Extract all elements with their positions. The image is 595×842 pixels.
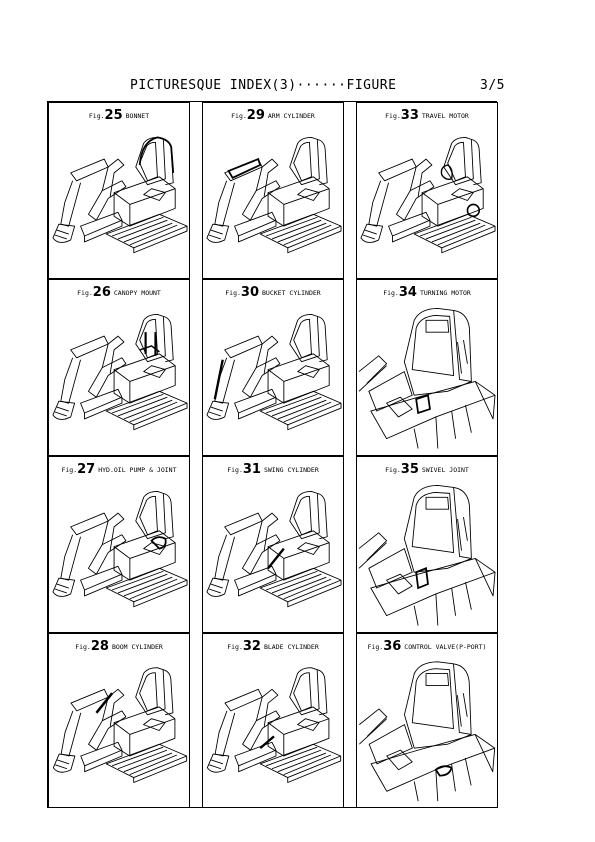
- fig-label: CANOPY MOUNT: [113, 289, 161, 297]
- fig-label: BUCKET CYLINDER: [262, 289, 321, 297]
- fig-label: BLADE CYLINDER: [263, 643, 319, 651]
- fig-number: 26: [92, 285, 111, 300]
- fig-number: 28: [90, 639, 109, 654]
- fig-label: SWING CYLINDER: [263, 466, 319, 474]
- fig-prefix: Fig.: [75, 643, 91, 651]
- fig-label: HYD.OIL PUMP & JOINT: [98, 466, 177, 474]
- fig-prefix: Fig.: [383, 289, 399, 297]
- fig-prefix: Fig.: [77, 289, 93, 297]
- excavator-illustration: [358, 308, 496, 449]
- fig-number: 34: [398, 285, 417, 300]
- fig-number: 30: [240, 285, 260, 300]
- fig-number: 27: [77, 462, 96, 477]
- fig-prefix: Fig.: [227, 643, 243, 651]
- excavator-illustration: [52, 667, 188, 783]
- fig-label: BONNET: [125, 112, 150, 120]
- page-number: 3/5: [480, 78, 505, 93]
- excavator-illustration: [52, 313, 188, 431]
- fig-label: SWIVEL JOINT: [421, 466, 469, 474]
- fig-prefix: Fig.: [227, 466, 243, 474]
- fig-number: 25: [104, 108, 123, 123]
- fig-number: 33: [400, 108, 419, 123]
- fig-prefix: Fig.: [385, 112, 401, 120]
- fig-label: CONTROL VALVE(P-PORT): [404, 643, 487, 651]
- fig-prefix: Fig.: [385, 466, 401, 474]
- excavator-illustration: [360, 136, 496, 254]
- fig-number: 36: [383, 639, 402, 654]
- index-title: PICTURESQUE INDEX(3)······FIGURE: [130, 78, 397, 93]
- excavator-illustration: [52, 136, 188, 254]
- fig-number: 29: [246, 108, 265, 123]
- excavator-illustration: [206, 313, 342, 431]
- excavator-illustration: [358, 485, 496, 626]
- fig-label: ARM CYLINDER: [267, 112, 315, 120]
- fig-number: 35: [400, 462, 419, 477]
- excavator-illustration: [52, 490, 188, 608]
- excavator-illustration: [206, 490, 342, 608]
- fig-label: BOOM CYLINDER: [111, 643, 163, 651]
- excavator-illustration: [206, 667, 342, 783]
- fig-number: 32: [242, 639, 261, 654]
- page-header: PICTURESQUE INDEX(3)······FIGURE 3/5: [130, 78, 505, 96]
- fig-prefix: Fig.: [61, 466, 78, 474]
- fig-prefix: Fig.: [231, 112, 247, 120]
- fig-prefix: Fig.: [88, 112, 105, 120]
- excavator-illustration: [206, 136, 342, 254]
- fig-label: TRAVEL MOTOR: [421, 112, 469, 120]
- fig-prefix: Fig.: [225, 289, 241, 297]
- fig-label: TURNING MOTOR: [419, 289, 471, 297]
- fig-number: 31: [242, 462, 261, 477]
- excavator-illustration: [359, 661, 496, 802]
- fig-prefix: Fig.: [367, 643, 384, 651]
